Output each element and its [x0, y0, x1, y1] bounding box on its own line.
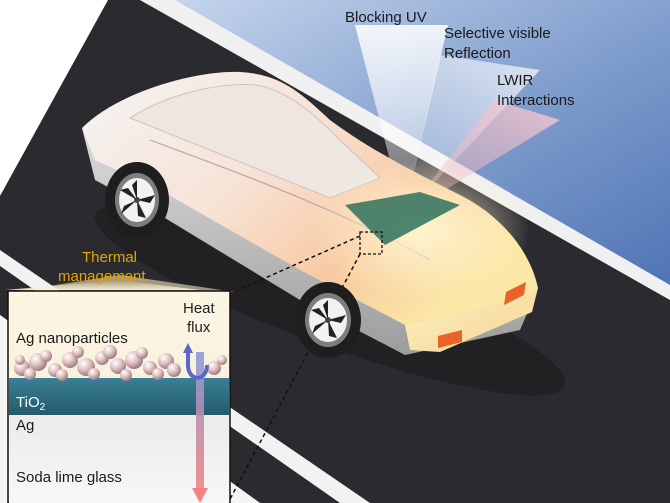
glass-layer	[9, 433, 229, 503]
nanoparticle	[103, 345, 117, 359]
zoom-box	[359, 231, 383, 255]
label-ag-nanoparticles: Ag nanoparticles	[16, 330, 128, 347]
nanoparticle	[56, 369, 68, 381]
front-light-right	[504, 282, 526, 305]
front-wheel	[295, 282, 361, 358]
nanoparticle	[207, 361, 221, 375]
tio2-main: TiO	[16, 394, 40, 411]
nanoparticle	[15, 355, 25, 365]
nanoparticle	[120, 369, 132, 381]
label-flux: flux	[187, 319, 211, 336]
label-lwir-line2: Interactions	[497, 92, 575, 109]
label-thermal-line1: Thermal	[82, 249, 138, 266]
nanoparticle	[167, 363, 181, 377]
label-tio2: TiO2	[16, 394, 45, 417]
ag-layer	[9, 415, 229, 433]
front-light-left	[438, 330, 462, 348]
nanoparticle	[72, 346, 84, 358]
nanoparticle	[217, 355, 227, 365]
label-thermal-line2: management	[58, 268, 146, 285]
heat-glow	[310, 160, 530, 300]
thermal-cone-glow	[10, 275, 235, 292]
nanoparticle	[24, 368, 36, 380]
label-selective-line1: Selective visible	[444, 25, 551, 42]
nanoparticle	[152, 368, 164, 380]
label-selective-line2: Reflection	[444, 45, 511, 62]
tio2-subscript: 2	[39, 402, 46, 413]
nanoparticle	[88, 368, 100, 380]
uv-beam	[355, 25, 448, 215]
label-lwir-line1: LWIR	[497, 72, 534, 89]
heat-flux-arrow	[183, 343, 209, 503]
tio2-layer	[9, 378, 229, 415]
nanoparticle	[40, 350, 52, 362]
nanoparticle	[110, 358, 126, 374]
label-soda-lime-glass: Soda lime glass	[16, 469, 122, 486]
inset-panel	[7, 290, 231, 503]
nanoparticle	[136, 347, 148, 359]
car-roof	[128, 83, 381, 199]
ag-nanoparticles	[14, 345, 227, 381]
rear-wheel	[105, 162, 169, 238]
label-ag: Ag	[16, 417, 35, 434]
zoom-line-lower	[227, 253, 361, 503]
label-blocking-uv: Blocking UV	[345, 9, 427, 26]
windshield-coating	[345, 192, 460, 245]
zoom-line-upper	[237, 235, 361, 291]
label-heat: Heat	[183, 300, 215, 317]
